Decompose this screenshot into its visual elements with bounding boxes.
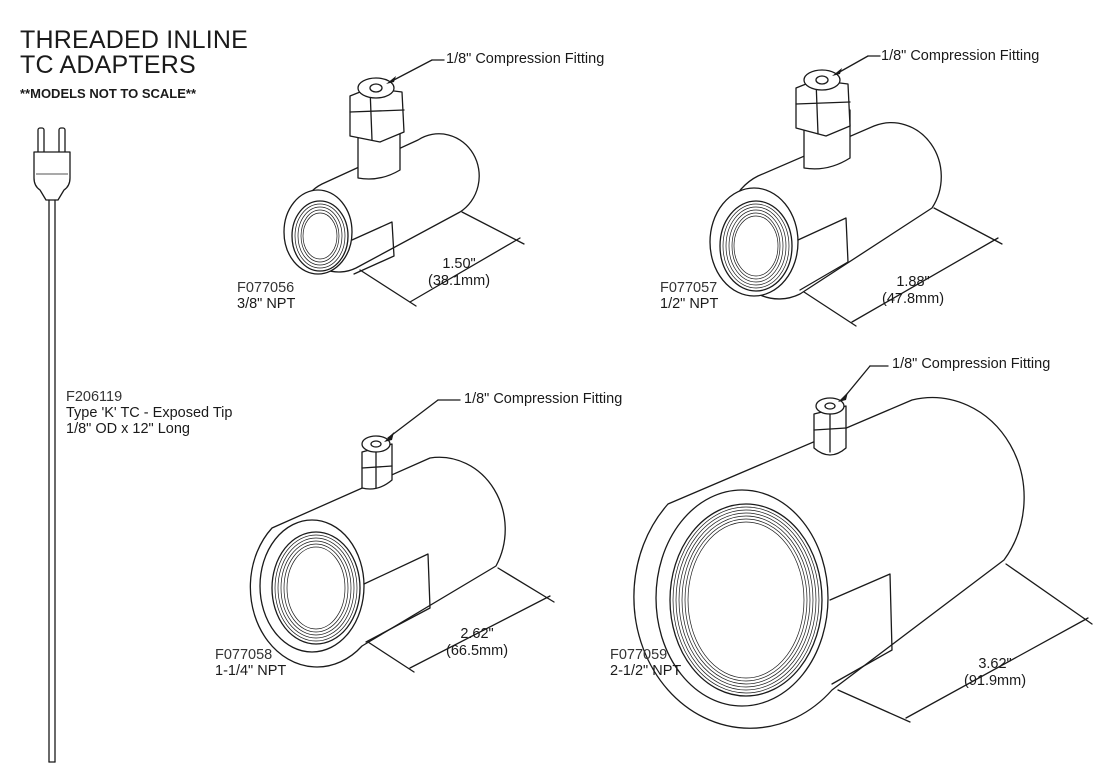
adapter-drawing-f077056 — [283, 59, 525, 307]
thread-size: 1-1/4" NPT — [215, 663, 287, 679]
probe-size: 1/8" OD x 12" Long — [66, 421, 190, 437]
fitting-callout-f077058: 1/8" Compression Fitting — [464, 391, 623, 407]
part-number: F077056 — [237, 280, 295, 296]
dimension-f077056: 1.50" (38.1mm) — [428, 256, 490, 290]
title-line-2: TC ADAPTERS — [20, 51, 196, 79]
dimension-f077058: 2.62" (66.5mm) — [446, 626, 508, 660]
part-number: F077057 — [660, 280, 718, 296]
dimension-inches: 1.88" — [896, 274, 930, 290]
fitting-callout-f077057: 1/8" Compression Fitting — [881, 48, 1040, 64]
scale-note: **MODELS NOT TO SCALE** — [20, 86, 197, 101]
thread-size: 3/8" NPT — [237, 296, 296, 312]
part-label-f077056: F077056 3/8" NPT — [237, 280, 295, 312]
dimension-inches: 3.62" — [978, 656, 1012, 672]
adapter-drawing-f077059 — [633, 365, 1093, 729]
dimension-mm: (38.1mm) — [428, 273, 491, 289]
adapter-drawing-f077057 — [709, 55, 1003, 327]
part-number: F077058 — [215, 647, 273, 663]
part-number: F077059 — [610, 647, 668, 663]
dimension-mm: (91.9mm) — [964, 673, 1027, 689]
part-label-f077057: F077057 1/2" NPT — [660, 280, 718, 312]
title-line-1: THREADED INLINE — [20, 26, 249, 54]
dimension-inches: 2.62" — [460, 626, 494, 642]
adapter-drawing-f077058 — [249, 399, 555, 673]
dimension-mm: (47.8mm) — [882, 291, 945, 307]
page-title: THREADED INLINE TC ADAPTERS — [20, 28, 248, 78]
part-label-f077059: F077059 2-1/2" NPT — [610, 647, 681, 679]
dimension-f077057: 1.88" (47.8mm) — [882, 274, 944, 308]
fitting-callout-f077059: 1/8" Compression Fitting — [892, 356, 1051, 372]
dimension-inches: 1.50" — [442, 256, 476, 272]
probe-label: F206119 Type 'K' TC - Exposed Tip 1/8" O… — [66, 389, 232, 437]
probe-part-number: F206119 — [66, 389, 123, 405]
thread-size: 2-1/2" NPT — [610, 663, 682, 679]
fitting-callout-f077056: 1/8" Compression Fitting — [446, 51, 605, 67]
dimension-f077059: 3.62" (91.9mm) — [964, 656, 1026, 690]
thermocouple-probe — [33, 127, 71, 763]
thread-size: 1/2" NPT — [660, 296, 719, 312]
dimension-mm: (66.5mm) — [446, 643, 509, 659]
part-label-f077058: F077058 1-1/4" NPT — [215, 647, 286, 679]
probe-type: Type 'K' TC - Exposed Tip — [66, 405, 233, 421]
